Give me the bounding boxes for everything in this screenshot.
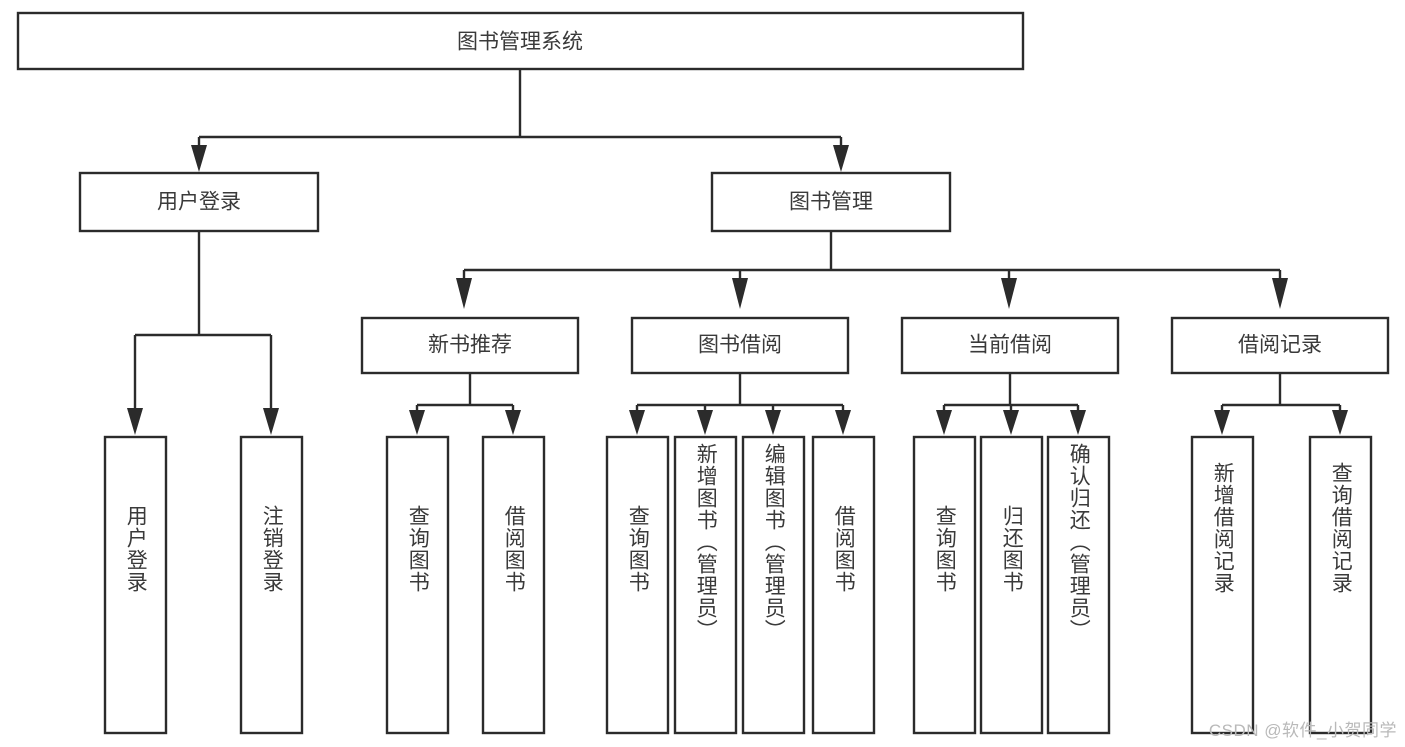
- node-user-login-rect[interactable]: [78, 171, 320, 233]
- arrow-head-icon: [191, 145, 207, 172]
- node-root[interactable]: 图书管理系统: [16, 11, 1025, 71]
- arrow-head-icon: [1332, 410, 1348, 435]
- arrow-head-icon: [1003, 410, 1019, 435]
- node-current-borrow-rect[interactable]: [900, 316, 1120, 375]
- arrow-head-icon: [505, 410, 521, 435]
- connector-user-login-to-leaves: [127, 231, 279, 435]
- node-book-borrow-label: 图书借阅: [698, 334, 782, 357]
- connector-root-to-level2: [191, 69, 849, 172]
- connector-book-borrow-to-leaves: [629, 373, 851, 435]
- node-new-book-recommend[interactable]: 新书推荐: [360, 316, 580, 375]
- leaf-logout-login-rect[interactable]: [239, 435, 304, 735]
- connector-borrow-record-to-leaves: [1214, 373, 1348, 435]
- node-borrow-record-label: 借阅记录: [1238, 334, 1322, 357]
- arrow-head-icon: [936, 410, 952, 435]
- node-user-login[interactable]: 用户登录: [78, 171, 320, 233]
- leaf-add-borrow-record-rect[interactable]: [1190, 435, 1255, 735]
- node-current-borrow-label: 当前借阅: [968, 334, 1052, 357]
- arrow-head-icon: [629, 410, 645, 435]
- node-new-book-recommend-rect[interactable]: [360, 316, 580, 375]
- arrow-head-icon: [263, 408, 279, 435]
- node-new-book-recommend-label: 新书推荐: [428, 334, 512, 357]
- arrow-head-icon: [1070, 410, 1086, 435]
- connector-new-book-recommend-to-leaves: [409, 373, 521, 435]
- leaf-query-book-3-rect[interactable]: [912, 435, 977, 735]
- watermark-text: CSDN @软件_小贺同学: [1208, 721, 1397, 740]
- node-root-rect[interactable]: [16, 11, 1025, 71]
- connector-current-borrow-to-leaves: [936, 373, 1086, 435]
- node-current-borrow[interactable]: 当前借阅: [900, 316, 1120, 375]
- arrow-head-icon: [765, 410, 781, 435]
- arrow-head-icon: [1001, 278, 1017, 309]
- leaf-query-borrow-record-rect[interactable]: [1308, 435, 1373, 735]
- node-user-login-label: 用户登录: [157, 191, 241, 214]
- leaf-user-login-rect[interactable]: [103, 435, 168, 735]
- leaf-add-book-rect[interactable]: [673, 435, 738, 735]
- arrow-head-icon: [835, 410, 851, 435]
- arrow-head-icon: [127, 408, 143, 435]
- arrow-head-icon: [1272, 278, 1288, 309]
- leaf-query-book-1-rect[interactable]: [385, 435, 450, 735]
- node-book-management[interactable]: 图书管理: [710, 171, 952, 233]
- leaf-confirm-return-rect[interactable]: [1046, 435, 1111, 735]
- leaf-return-book-rect[interactable]: [979, 435, 1044, 735]
- arrow-head-icon: [1214, 410, 1230, 435]
- leaf-borrow-book-1-rect[interactable]: [481, 435, 546, 735]
- node-book-management-label: 图书管理: [789, 191, 873, 214]
- connector-book-management-to-level3: [456, 231, 1288, 309]
- leaf-borrow-book-2-rect[interactable]: [811, 435, 876, 735]
- node-borrow-record[interactable]: 借阅记录: [1170, 316, 1390, 375]
- arrow-head-icon: [456, 278, 472, 309]
- arrow-head-icon: [697, 410, 713, 435]
- arrow-head-icon: [732, 278, 748, 309]
- arrow-head-icon: [833, 145, 849, 172]
- arrow-head-icon: [409, 410, 425, 435]
- leaf-query-book-2-rect[interactable]: [605, 435, 670, 735]
- node-root-label: 图书管理系统: [457, 31, 583, 54]
- node-book-borrow[interactable]: 图书借阅: [630, 316, 850, 375]
- leaf-edit-book-rect[interactable]: [741, 435, 806, 735]
